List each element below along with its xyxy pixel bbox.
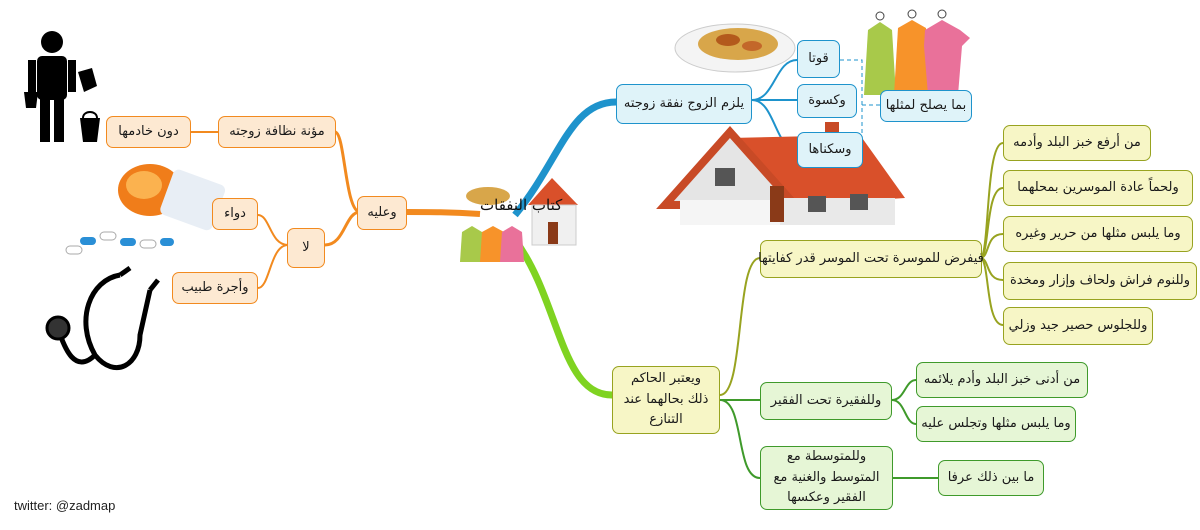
housing-node[interactable]: وسكناها: [797, 132, 863, 168]
food-plate-icon: [674, 23, 796, 73]
bottom-hub[interactable]: ويعتبر الحاكم ذلك بحالهما عند التنازع: [612, 366, 720, 434]
house-icon: [656, 122, 905, 225]
not-node[interactable]: لا: [287, 228, 325, 268]
suitable-node[interactable]: بما يصلح لمثلها: [880, 90, 972, 122]
doctor-fee-node[interactable]: وأجرة طبيب: [172, 272, 258, 304]
middle-item[interactable]: ما بين ذلك عرفا: [938, 460, 1044, 496]
poor-node[interactable]: وللفقيرة تحت الفقير: [760, 382, 892, 420]
food-node[interactable]: قوتا: [797, 40, 840, 78]
stethoscope-icon: [45, 265, 160, 370]
clothes-icon: [864, 9, 970, 95]
central-icons: [460, 178, 578, 262]
rich-item-2[interactable]: ولحماً عادة الموسرين بمحلهما: [1003, 170, 1193, 206]
rich-item-4[interactable]: وللنوم فراش ولحاف وإزار ومخدة: [1003, 262, 1197, 300]
rich-item-3[interactable]: وما يلبس مثلها من حرير وغيره: [1003, 216, 1193, 252]
twitter-credit: twitter: @zadmap: [14, 498, 116, 513]
pill-bottle-icon: [65, 164, 226, 255]
rich-node[interactable]: فيفرض للموسرة تحت الموسر قدر كفايتها: [758, 240, 984, 278]
left-hub[interactable]: وعليه: [357, 196, 407, 230]
central-title: كتاب النفقات: [480, 196, 563, 214]
middle-node[interactable]: وللمتوسطة مع المتوسط والغنية مع الفقير و…: [760, 446, 893, 510]
top-hub[interactable]: يلزم الزوج نفقة زوجته: [616, 84, 752, 124]
clothing-node[interactable]: وكسوة: [797, 84, 857, 118]
poor-item-1[interactable]: من أدنى خبز البلد وأدم يلائمه: [916, 362, 1088, 398]
rich-item-1[interactable]: من أرفع خبز البلد وأدمه: [1003, 125, 1151, 161]
poor-item-2[interactable]: وما يلبس مثلها وتجلس عليه: [916, 406, 1076, 442]
cleaning-person-icon: [24, 31, 100, 142]
no-servant-node[interactable]: دون خادمها: [106, 116, 191, 148]
medicine-node[interactable]: دواء: [212, 198, 258, 230]
cleaning-node[interactable]: مؤنة نظافة زوجته: [218, 116, 336, 148]
rich-item-5[interactable]: وللجلوس حصير جيد وزلي: [1003, 307, 1153, 345]
